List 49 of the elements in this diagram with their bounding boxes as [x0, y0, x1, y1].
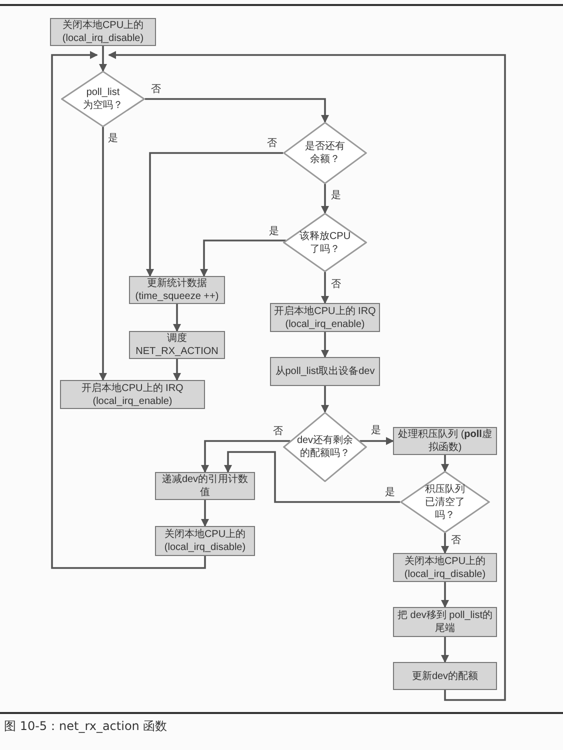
- arrow: [360, 437, 394, 445]
- edge-label: 是: [384, 487, 396, 499]
- arrow: [201, 440, 290, 473]
- arrow: [99, 127, 107, 381]
- edge-label: 否: [330, 279, 342, 291]
- arrow: [51, 51, 206, 569]
- process-box: 更新dev的配额: [393, 662, 497, 690]
- arrow: [224, 451, 400, 503]
- arrow: [200, 240, 286, 277]
- arrow: [201, 500, 209, 527]
- process-box: 从poll_list取出设备dev: [270, 357, 380, 386]
- decision-text: 积压队列已清空了吗？: [424, 482, 466, 522]
- edge-label: 否: [150, 84, 162, 96]
- edge-label: 否: [450, 535, 462, 547]
- arrow: [321, 272, 329, 304]
- arrow: [321, 184, 329, 214]
- arrow: [441, 582, 449, 608]
- decision-text: 该释放CPU了吗？: [298, 230, 352, 256]
- edge-label: 否: [272, 426, 284, 438]
- edge-label: 是: [370, 425, 382, 437]
- edge-label: 是: [330, 190, 342, 202]
- arrow: [441, 637, 449, 663]
- process-box: 调度 NET_RX_ACTION: [129, 331, 225, 359]
- decision-text: 是否还有余额？: [304, 140, 346, 166]
- process-box: 更新统计数据 (time_squeeze ++): [129, 276, 225, 304]
- process-box: 开启本地CPU上的 IRQ (local_irq_enable): [270, 303, 380, 332]
- decision-text: dev还有剩余的配额吗？: [296, 434, 354, 460]
- figure-caption: 图 10-5：net_rx_action 函数: [4, 718, 168, 735]
- arrow: [173, 359, 181, 381]
- arrow: [321, 386, 329, 413]
- arrow: [99, 46, 107, 72]
- arrow: [441, 455, 449, 472]
- process-box: 关闭本地CPU上的 (local_irq_disable): [393, 553, 497, 582]
- process-box: 递减dev的引用计数值: [155, 472, 255, 500]
- process-box: 把 dev移到 poll_list的尾端: [393, 607, 497, 637]
- arrow: [145, 98, 329, 123]
- edge-label: 是: [107, 133, 119, 145]
- process-box: 处理积压队列 (poll虚拟函数): [393, 427, 497, 455]
- process-box: 关闭本地CPU上的 (local_irq_disable): [50, 18, 156, 46]
- arrow: [441, 533, 449, 554]
- edge-label: 是: [268, 226, 280, 238]
- edge-label: 否: [266, 138, 278, 150]
- process-box: 关闭本地CPU上的 (local_irq_disable): [155, 526, 255, 556]
- arrow: [108, 51, 506, 701]
- arrow: [321, 332, 329, 358]
- arrow: [146, 152, 283, 277]
- process-box: 开启本地CPU上的 IRQ (local_irq_enable): [60, 380, 205, 409]
- arrow: [173, 304, 181, 332]
- decision-text: poll_list 为空吗？: [82, 86, 124, 112]
